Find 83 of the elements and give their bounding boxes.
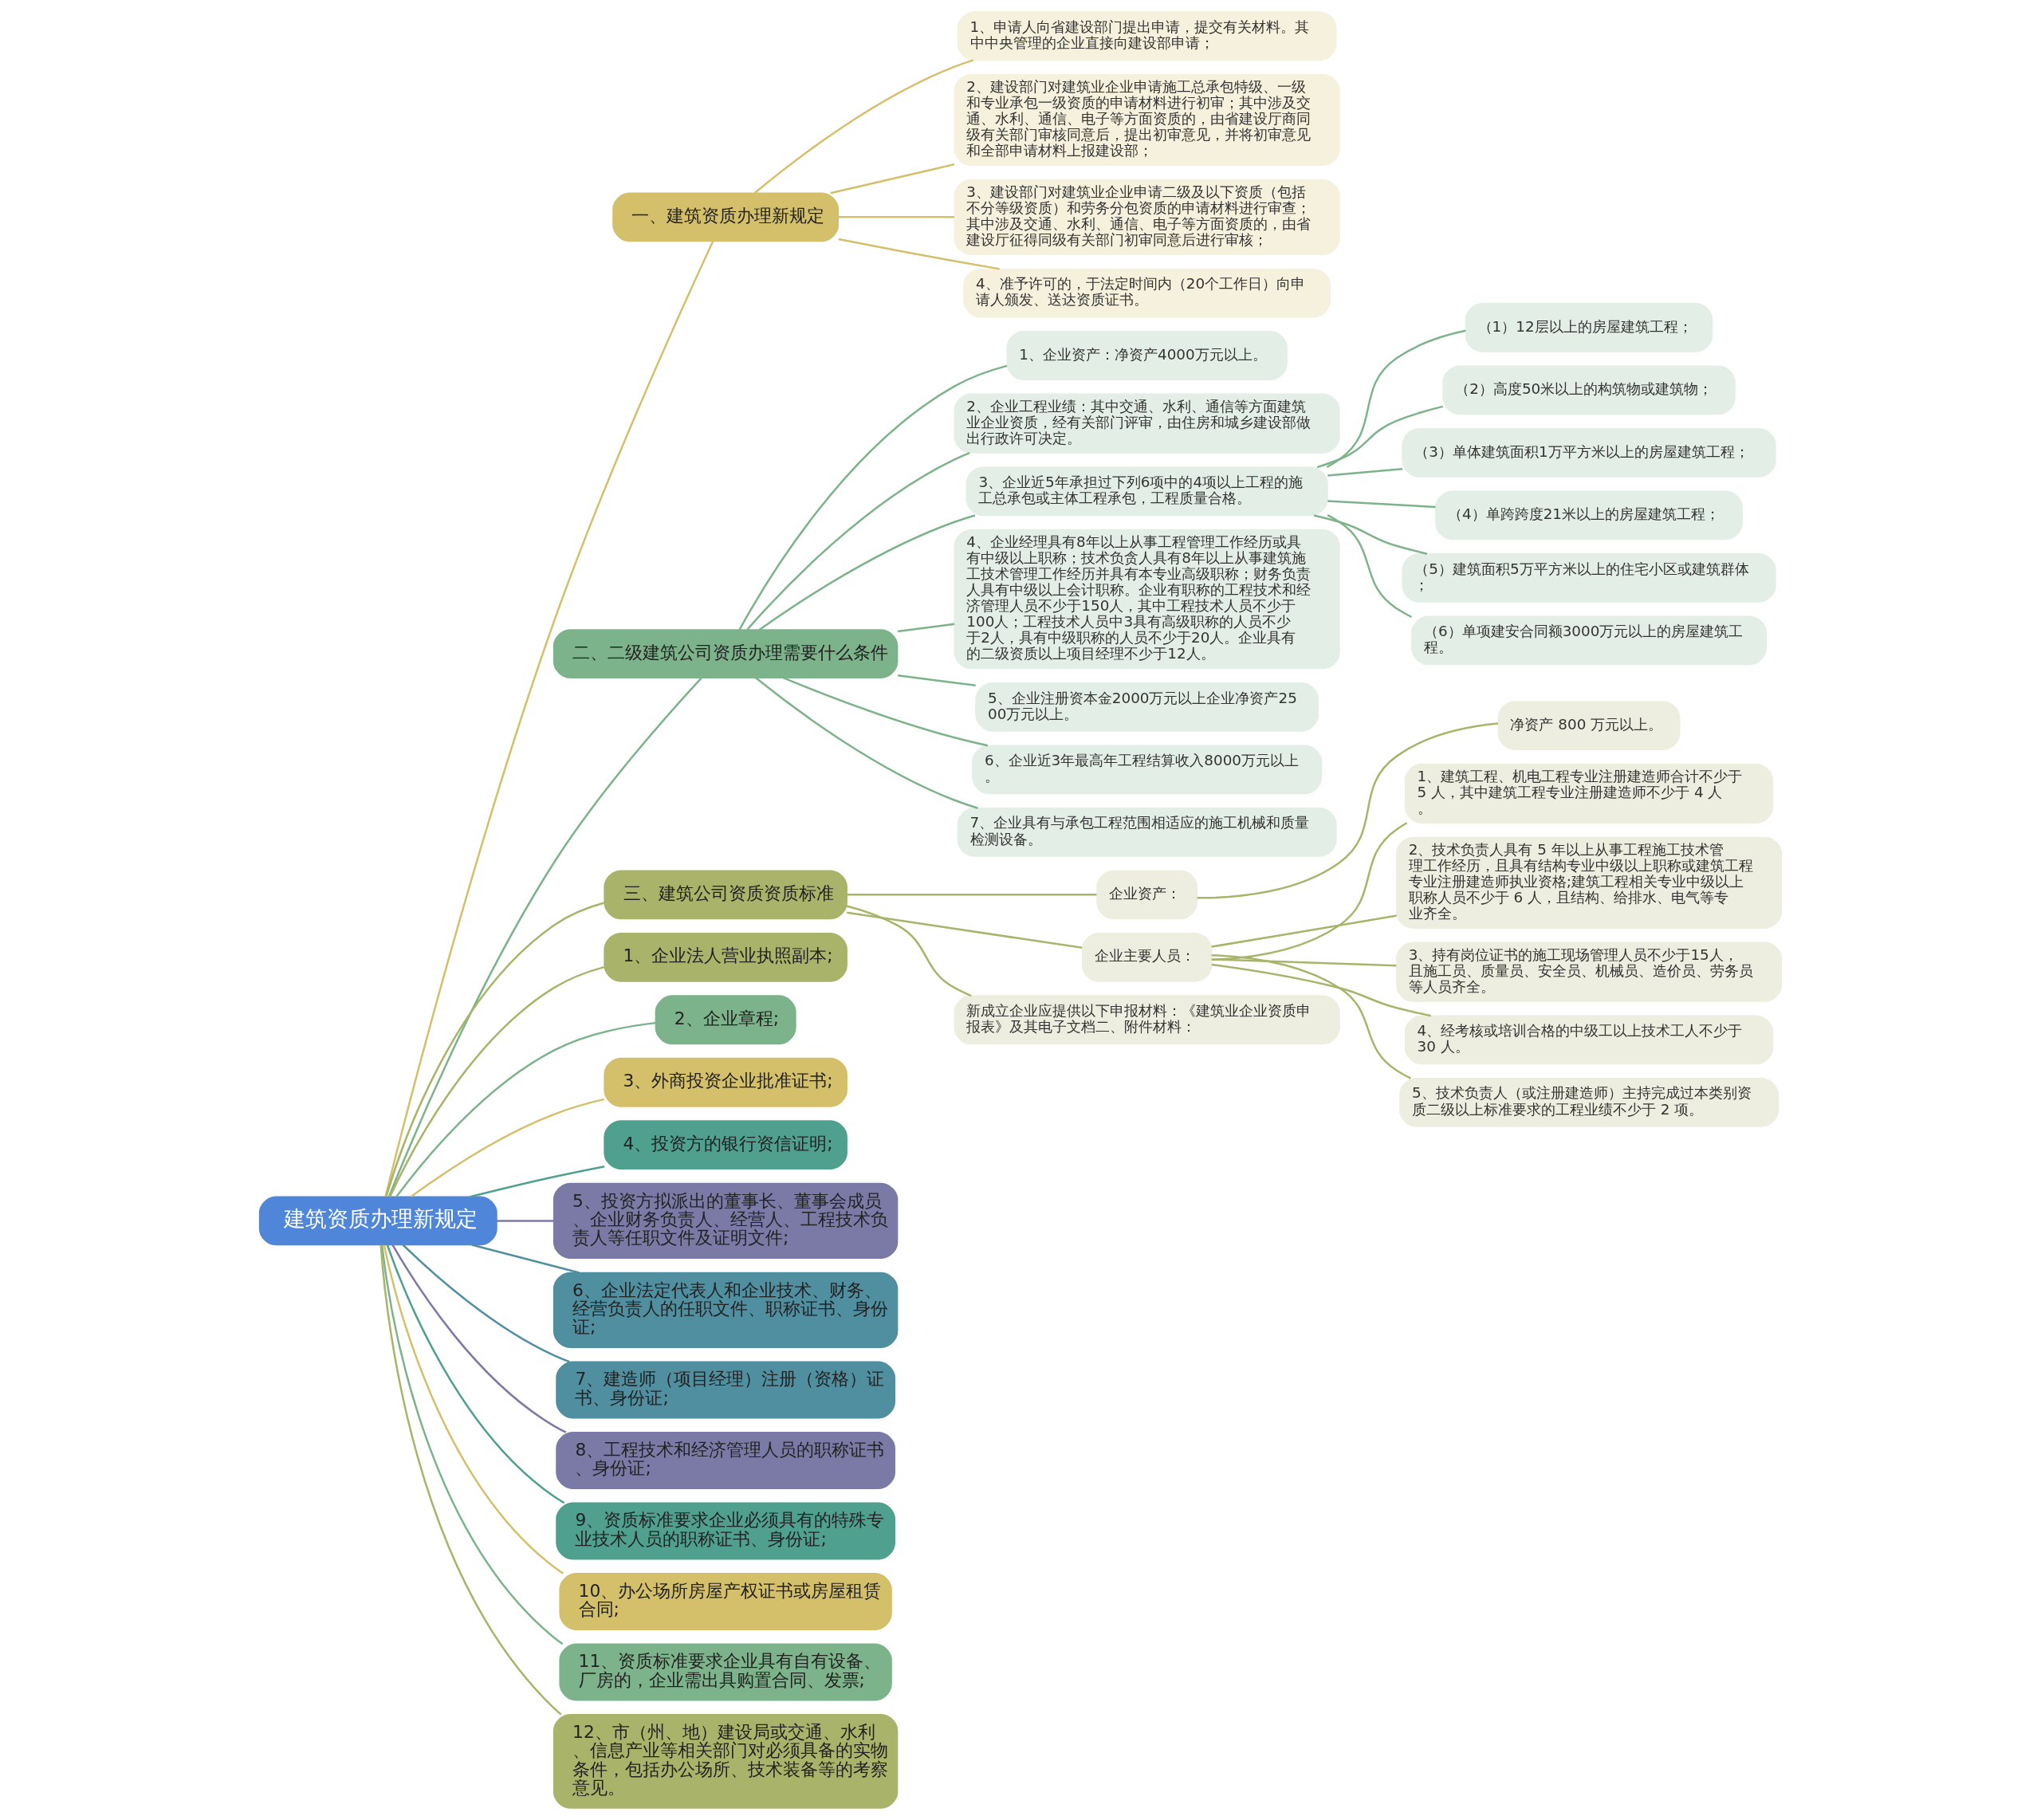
node-box: 6、企业近3年最高年工程结算收入8000万元以上。 <box>972 745 1323 795</box>
node-box: 1、建筑工程、机电工程专业注册建造师合计不少于 5 人，其中建筑工程专业注册建造师不少于 4 人。 <box>1404 763 1774 824</box>
node-box: 新成立企业应提供以下申报材料：《建筑业企业资质申报表》及其电子文档二、附件材料： <box>954 995 1340 1045</box>
node-box: 企业主要人员： <box>1081 932 1213 982</box>
node-box: 3、外商投资企业批准证书; <box>604 1057 847 1107</box>
connector <box>1211 822 1408 961</box>
node-box: 1、申请人向省建设部门提出申请，提交有关材料。其中中央管理的企业直接向建设部申请； <box>957 11 1337 61</box>
connector <box>847 894 1097 896</box>
node-box: 2、建设部门对建筑业企业申请施工总承包特级、一级和专业承包一级资质的申请材料进行初审；其中涉及交通、水利、通信、电子等方面资质的，由省建设厅商同级有关部门审核同意后，提出初审意见，并将初审意见和全部申请材料上报建设部； <box>954 73 1340 167</box>
connector <box>1326 329 1466 469</box>
connector <box>391 1244 567 1433</box>
connector <box>386 1244 565 1504</box>
connector <box>846 905 972 997</box>
node-box: 5、技术负责人（或注册建造师）主持完成过本类别资质二级以上标准要求的工程业绩不少于 2 项。 <box>1399 1077 1779 1127</box>
node-box: 净资产 800 万元以上。 <box>1497 701 1681 751</box>
connector <box>389 965 605 1197</box>
node-box: 4、准予许可的，于法定时间内（20个工作日）向申请人颁发、送达资质证书。 <box>963 268 1331 318</box>
connector <box>738 364 1008 631</box>
connector <box>383 1244 564 1574</box>
connector <box>379 1244 562 1716</box>
node-box: 三、建筑公司资质资质标准 <box>604 870 847 920</box>
connector <box>395 1021 656 1197</box>
connector <box>1211 953 1411 1079</box>
connector <box>471 1244 580 1274</box>
node-box: （1）12层以上的房屋建筑工程； <box>1465 303 1713 352</box>
node-box: 11、资质标准要求企业具有自有设备、厂房的，企业需出具购置合同、发票; <box>559 1643 892 1701</box>
connector <box>782 677 989 747</box>
node-box: （6）单项建安合同额3000万元以上的房屋建筑工程。 <box>1411 615 1767 666</box>
node-box: 5、企业注册资本金2000万元以上企业净资产2500万元以上。 <box>975 682 1319 732</box>
node-box: 1、企业资产：净资产4000万元以上。 <box>1006 331 1288 380</box>
node-box: 7、企业具有与承包工程范围相适应的施工机械和质量检测设备。 <box>957 807 1337 857</box>
node-box: （2）高度50米以上的构筑物或建筑物； <box>1442 365 1736 415</box>
node-box: 3、企业近5年承担过下列6项中的4项以上工程的施工总承包或主体工程承包，工程质量合格。 <box>965 466 1328 517</box>
connector <box>1211 958 1397 967</box>
node-box: 3、持有岗位证书的施工现场管理人员不少于15人，且施工员、质量员、安全员、机械员、造价员、劳务员等人员齐全。 <box>1395 941 1783 1002</box>
connector <box>385 902 604 1197</box>
node-box: 5、投资方拟派出的董事长、董事会成员、企业财务负责人、经营人、工程技术负责人等任职文件及证明文件; <box>553 1182 899 1259</box>
connector <box>838 216 954 218</box>
connector <box>746 451 970 631</box>
connector <box>1316 405 1444 469</box>
connector <box>753 59 974 195</box>
node-box: 二、二级建筑公司资质办理需要什么条件 <box>553 629 899 678</box>
node-box: 1、企业法人营业执照副本; <box>604 932 847 982</box>
node-box: 7、建造师（项目经理）注册（资格）证书、身份证; <box>556 1361 896 1419</box>
connector <box>384 241 714 1197</box>
connector <box>1327 468 1403 477</box>
connector <box>898 623 955 633</box>
node-box: 6、企业法定代表人和企业技术、财务、经营负责人的任职文件、职称证书、身份证; <box>553 1272 899 1348</box>
connector <box>387 677 702 1197</box>
connector <box>380 1244 564 1645</box>
node-box: 2、企业章程; <box>655 995 796 1045</box>
connector <box>1211 914 1397 948</box>
connector <box>758 514 976 631</box>
connector <box>1327 500 1436 509</box>
connector <box>830 163 955 195</box>
node-box: 10、办公场所房屋产权证书或房屋租赁合同; <box>559 1573 892 1630</box>
connector <box>1327 514 1413 619</box>
node-box: 9、资质标准要求企业必须具有的特殊专业技术人员的职称证书、身份证; <box>556 1502 896 1560</box>
node-box: 8、工程技术和经济管理人员的职称证书、身份证; <box>556 1432 896 1489</box>
node-box: 12、市（州、地）建设局或交通、水利、信息产业等相关部门对必须具备的实物条件，包括办公场所、技术装备等的考察意见。 <box>553 1714 899 1809</box>
node-box: 3、建设部门对建筑业企业申请二级及以下资质（包括不分等级资质）和劳务分包资质的申请材料进行审查；其中涉及交通、水利、通信、电子等方面资质的，由省建设厅征得同级有关部门初审同意后进行审核； <box>954 179 1340 255</box>
node-box: （5）建筑面积5万平方米以上的住宅小区或建筑群体； <box>1402 552 1776 603</box>
connector <box>898 674 976 686</box>
connector <box>838 238 1000 270</box>
node-box: 4、经考核或培训合格的中级工以上技术工人不少于 30 人。 <box>1404 1015 1774 1065</box>
node-box: 建筑资质办理新规定 <box>258 1196 497 1246</box>
node-box: 一、建筑资质办理新规定 <box>612 192 840 242</box>
node-box: 2、企业工程业绩：其中交通、水利、通信等方面建筑业企业资质，经有关部门评审，由住房和城乡建设部做出行政许可决定。 <box>954 393 1340 454</box>
connector <box>1197 722 1499 899</box>
connector <box>847 911 1083 949</box>
node-box: 4、投资方的银行资信证明; <box>604 1120 847 1170</box>
connector <box>402 1244 570 1363</box>
connector <box>1313 514 1428 555</box>
connector <box>410 1098 604 1198</box>
node-box: （3）单体建筑面积1万平方米以上的房屋建筑工程； <box>1402 428 1776 478</box>
node-box: 2、技术负责人具有 5 年以上从事工程施工技术管理工作经历，且具有结构专业中级以上职称或建筑工程专业注册建造师执业资格;建筑工程相关专业中级以上职称人员不少于 6 人，且结构、给排水、电气等专业齐全。 <box>1395 836 1783 929</box>
connector <box>470 1165 605 1198</box>
node-box: （4）单跨跨度21米以上的房屋建筑工程； <box>1435 490 1743 540</box>
connector <box>755 677 978 809</box>
connector <box>497 1220 554 1222</box>
node-box: 4、企业经理具有8年以上从事工程管理工作经历或具有中级以上职称；技术负贪人具有8年以上从事建筑施工技术管理工作经历并具有本专业高级职称；财务负责人具有中级以上会计职称。企业有职称的工程技术和经济管理人员不少于150人，其中工程技术人员不少于100人；工程技术人员中3具有高级职称的人员不少于2人，具有中级职称的人员不少于20人。企业具有的二级资质以上项目经理不少于12人。 <box>954 529 1340 670</box>
node-box: 企业资产： <box>1096 870 1198 920</box>
connector <box>1211 963 1431 1017</box>
